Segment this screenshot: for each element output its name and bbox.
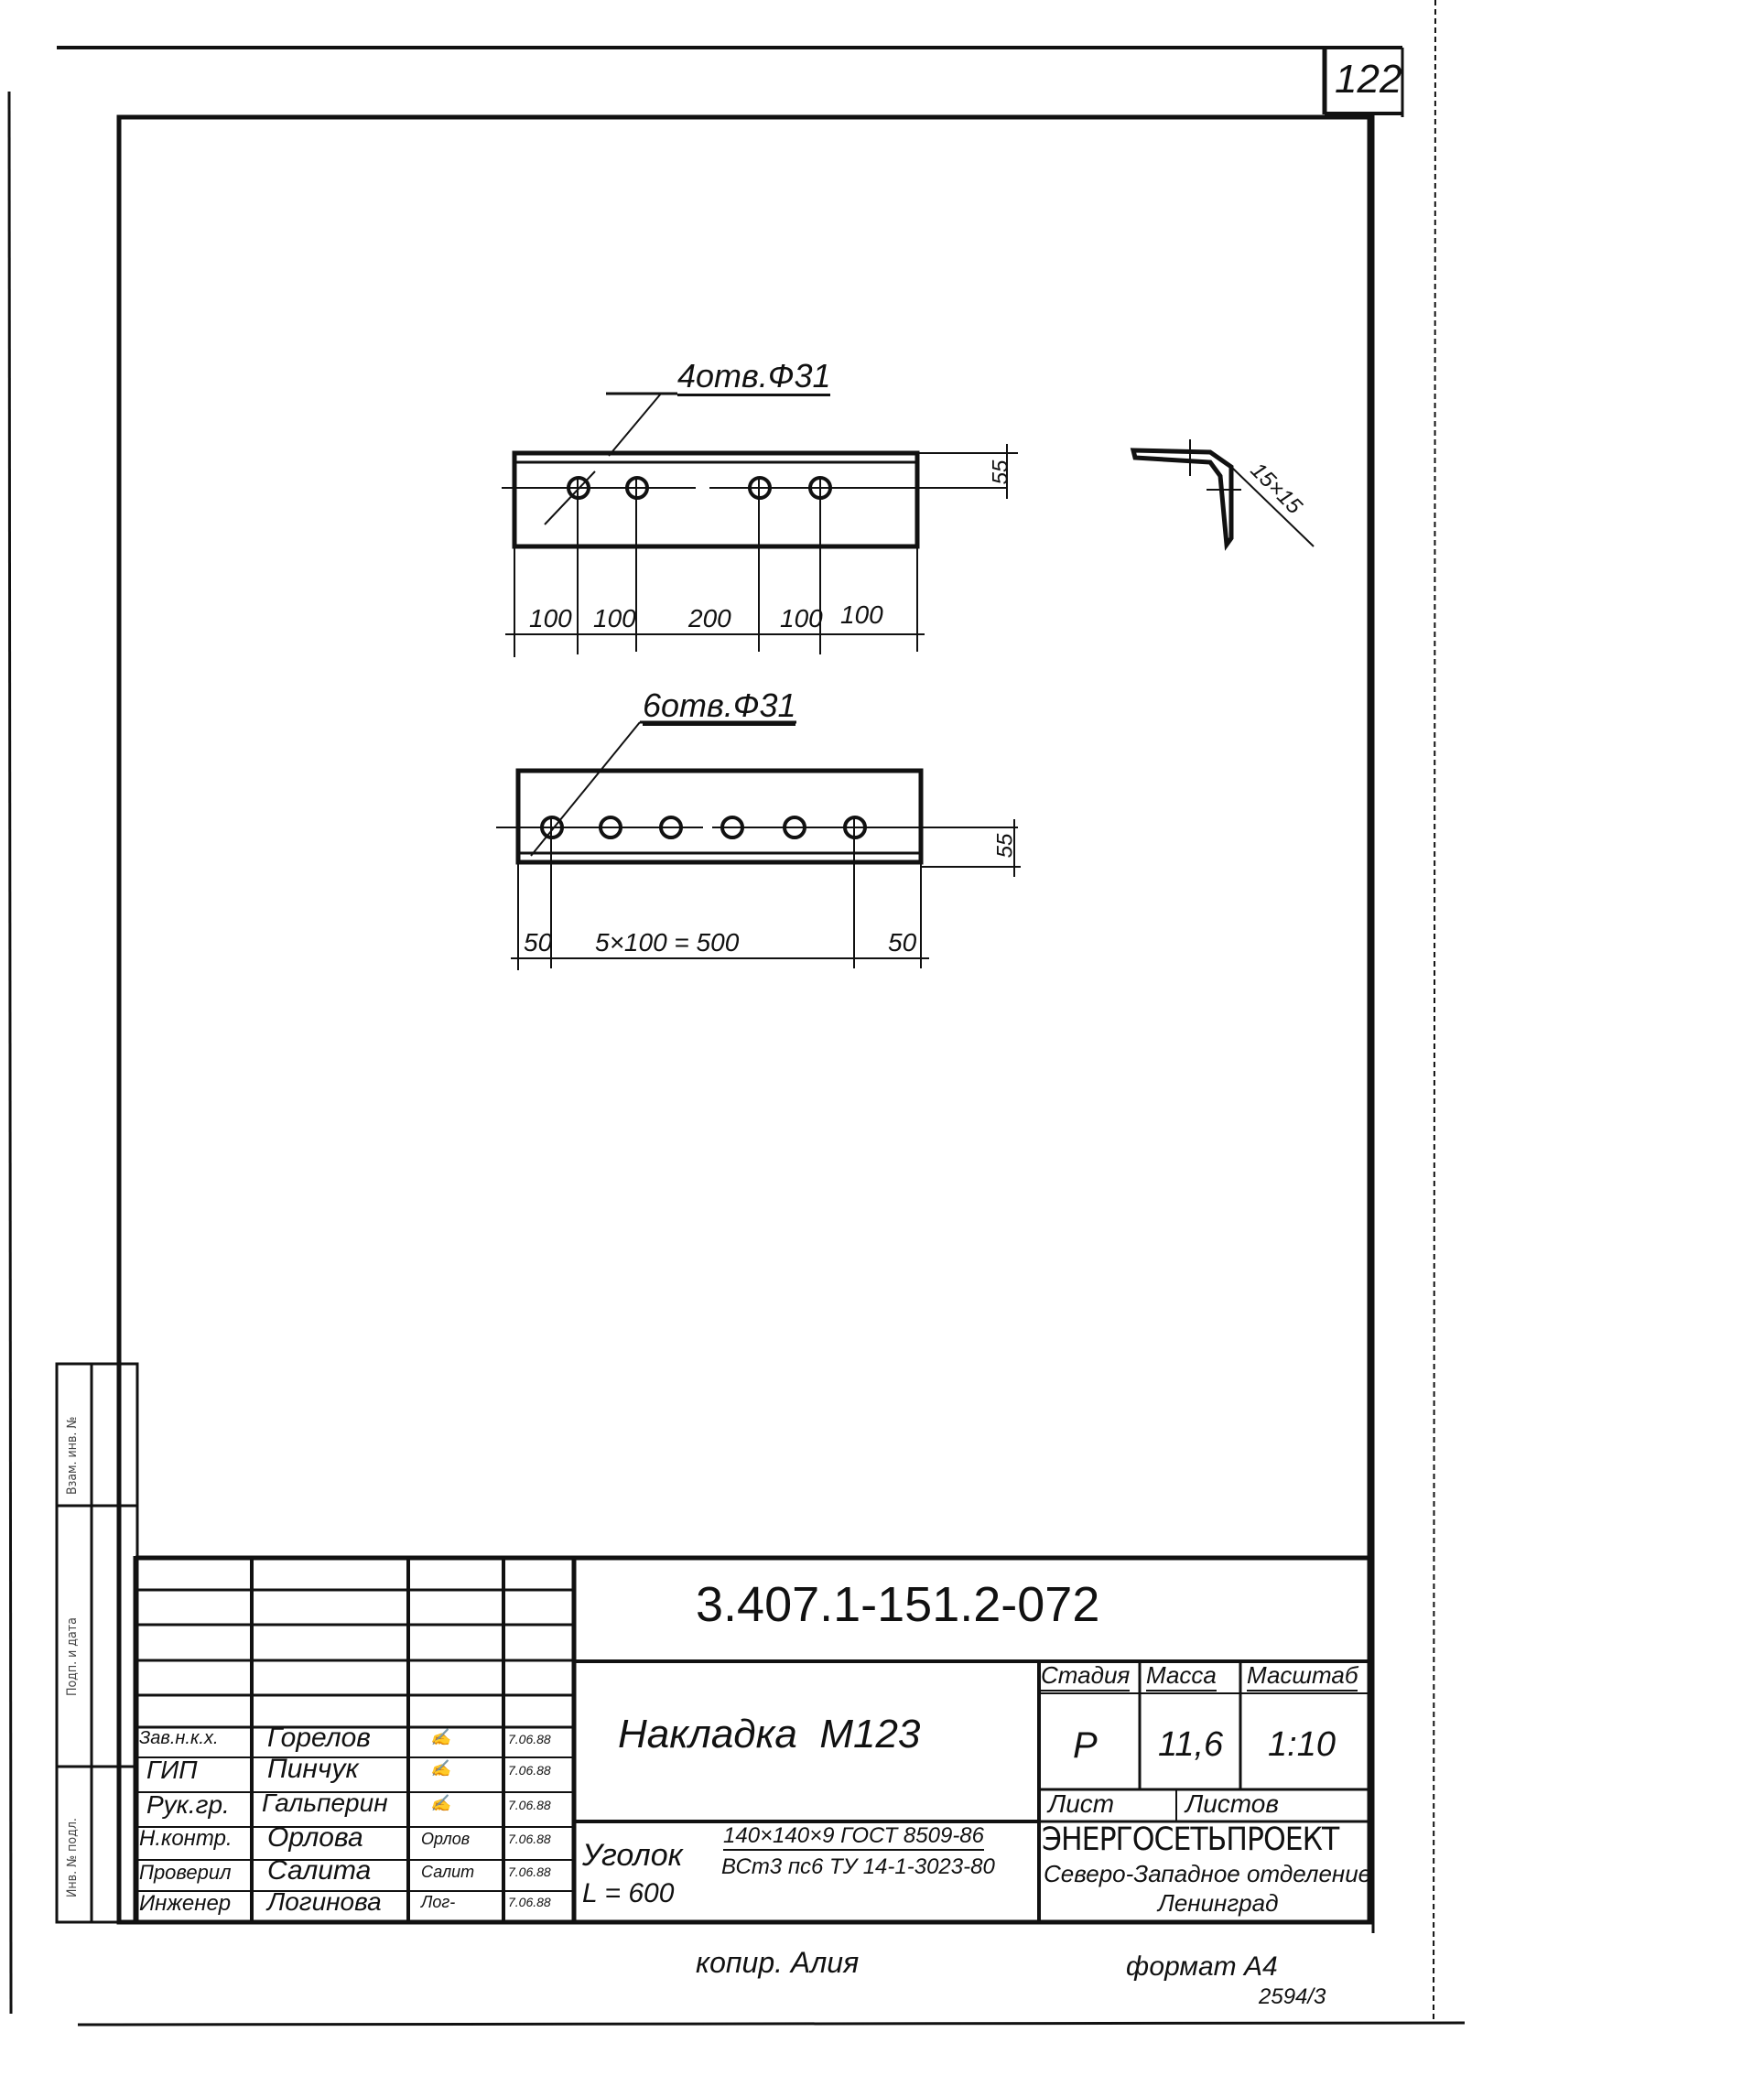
signature-name: Гальперин [262, 1789, 388, 1817]
part1-dim-3: 200 [688, 604, 731, 632]
part2-dim-left: 50 [524, 928, 553, 957]
signature-mark: ✍ [430, 1794, 451, 1812]
material-spec-top: 140×140×9 ГОСТ 8509-86 [723, 1823, 984, 1851]
page-number: 122 [1335, 57, 1402, 102]
organization-city: Ленинград [1158, 1889, 1279, 1917]
material-label: Уголок [582, 1838, 683, 1873]
signature-mark: Лог- [421, 1893, 456, 1911]
part1-dim-5: 100 [840, 600, 883, 629]
material-spec-bottom: ВСт3 пс6 ТУ 14-1-3023-80 [721, 1854, 995, 1879]
stage-value: Р [1073, 1725, 1098, 1766]
part1-hole-callout: 4отв.Ф31 [677, 357, 831, 396]
mass-header: Масса [1146, 1661, 1217, 1691]
signature-name: Логинова [267, 1887, 382, 1916]
archive-code: 2594/3 [1259, 1984, 1326, 2009]
signature-date: 7.06.88 [508, 1763, 551, 1778]
signature-name: Салита [267, 1855, 372, 1886]
signature-name: Орлова [267, 1822, 363, 1853]
scale-header: Масштаб [1247, 1661, 1358, 1691]
signature-date: 7.06.88 [508, 1895, 551, 1909]
part2-hole-callout: 6отв.Ф31 [643, 686, 796, 726]
signature-role: ГИП [146, 1756, 198, 1784]
signature-role: Проверил [139, 1861, 232, 1884]
signature-mark: Салит [421, 1863, 475, 1881]
signature-role: Инженер [139, 1891, 232, 1916]
part1-dim-4: 100 [780, 604, 823, 632]
side-stamp-replace-inv: Взам. инв. № [65, 1416, 80, 1495]
format-note: формат А4 [1126, 1951, 1278, 1982]
sheet-label: Лист [1048, 1789, 1115, 1818]
part-name: Накладка М123 [618, 1712, 921, 1756]
side-stamp-orig-inv: Инв. № подл. [65, 1818, 80, 1897]
designation-code: 3.407.1-151.2-072 [696, 1577, 1100, 1632]
part1-dim-1: 100 [529, 604, 572, 632]
signature-date: 7.06.88 [508, 1832, 551, 1846]
sheets-label: Листов [1185, 1789, 1279, 1818]
signature-name: Пинчук [267, 1754, 359, 1784]
signature-role: Зав.н.к.х. [139, 1728, 219, 1748]
side-stamp-sign-date: Подп. и дата [65, 1617, 80, 1696]
signature-role: Н.контр. [139, 1826, 233, 1851]
signature-mark: Орлов [421, 1830, 471, 1848]
material-length: L = 600 [582, 1878, 675, 1908]
part2-dim-right: 50 [888, 928, 917, 957]
signature-name: Горелов [267, 1723, 371, 1753]
signature-mark: ✍ [430, 1759, 451, 1778]
organization-name: ЭНЕРГОСЕТЬПРОЕКТ [1042, 1821, 1339, 1858]
stage-header: Стадия [1041, 1661, 1131, 1691]
part1-dim-2: 100 [593, 604, 636, 632]
part2-height-dim: 55 [992, 833, 1018, 859]
signature-role: Рук.гр. [146, 1790, 230, 1819]
side-stamp: Взам. инв. № Подп. и дата Инв. № подл. [59, 1364, 92, 1922]
signature-date: 7.06.88 [508, 1798, 551, 1812]
signature-mark: ✍ [430, 1728, 451, 1746]
mass-value: 11,6 [1158, 1725, 1224, 1764]
organization-branch: Северо-Западное отделение [1044, 1860, 1372, 1887]
copy-note: копир. Алия [696, 1946, 860, 1979]
scale-value: 1:10 [1268, 1725, 1336, 1764]
signature-date: 7.06.88 [508, 1732, 551, 1746]
signature-date: 7.06.88 [508, 1864, 551, 1879]
part2-dim-middle: 5×100 = 500 [595, 928, 740, 957]
